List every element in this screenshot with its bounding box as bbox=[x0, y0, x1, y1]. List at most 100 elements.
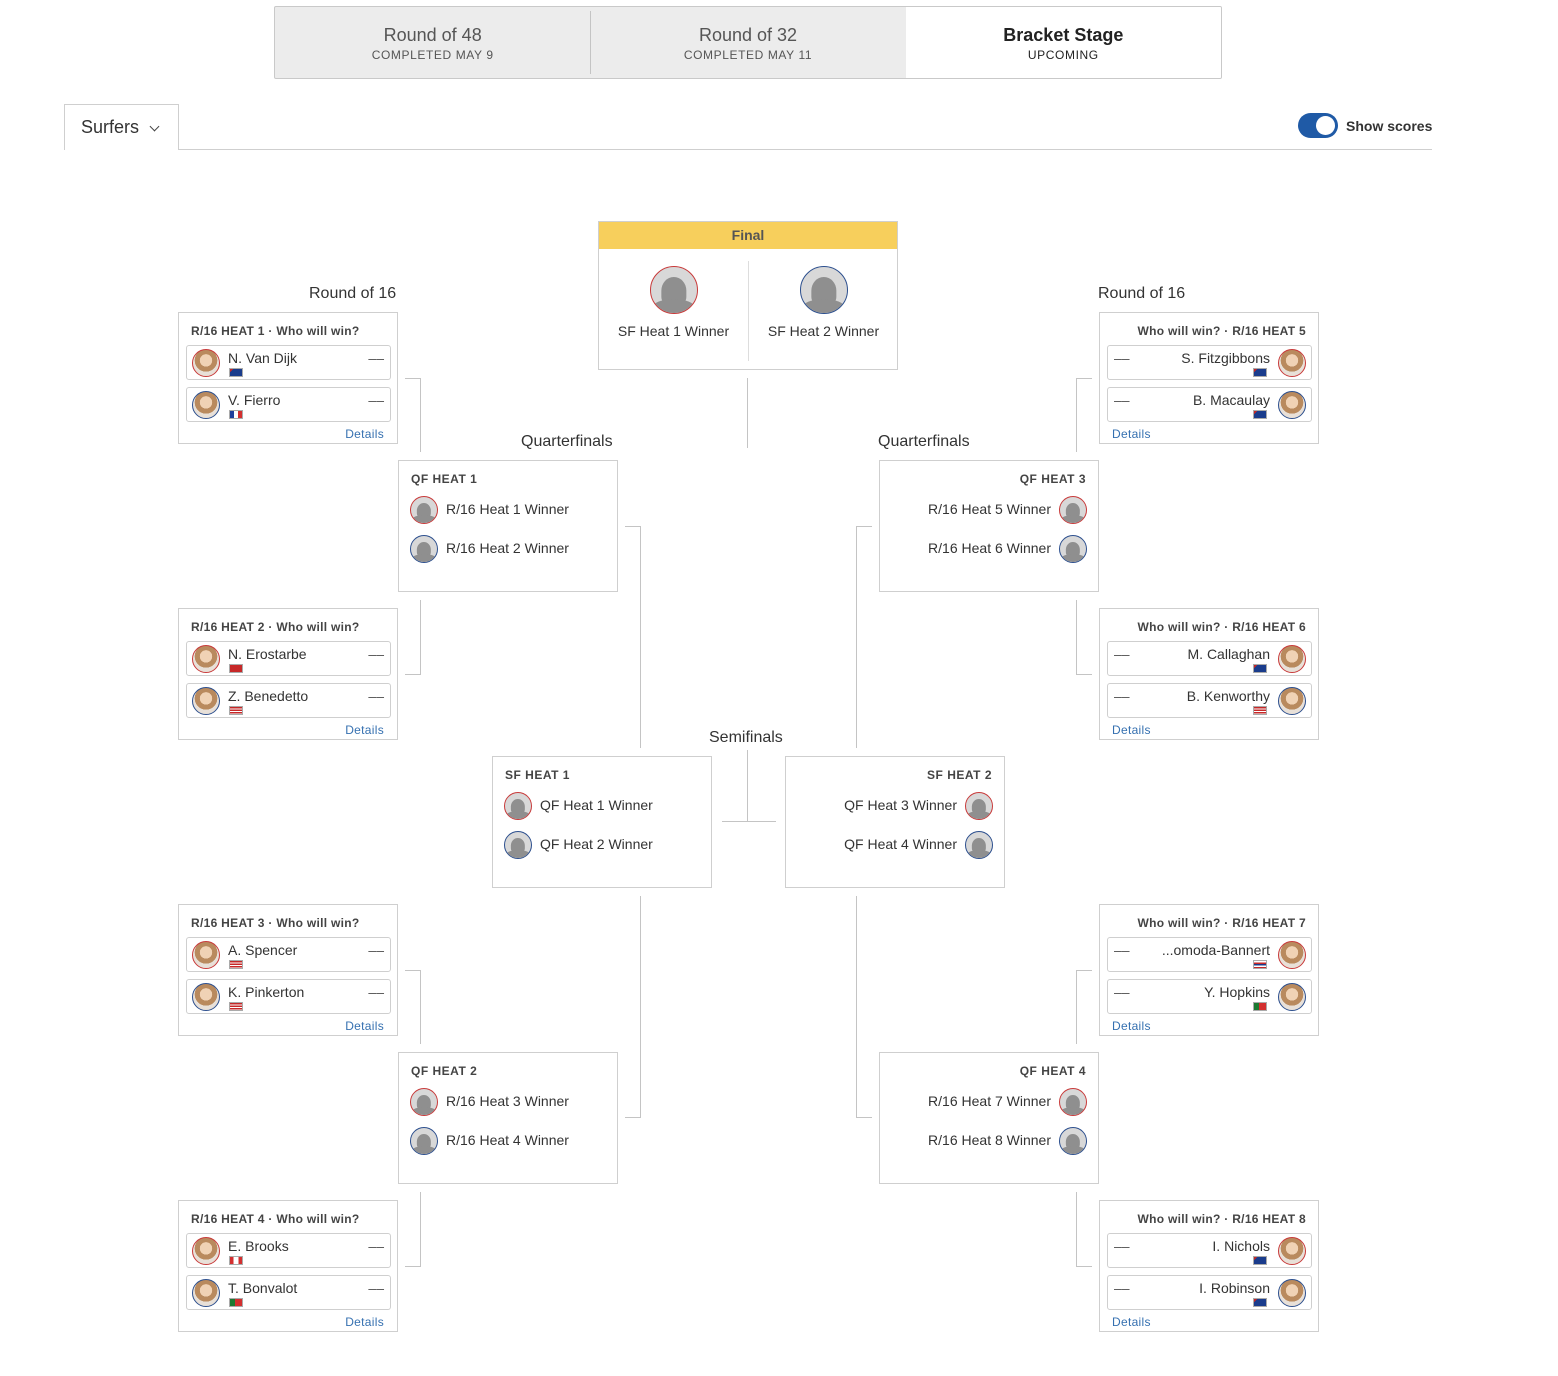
advancer-label: R/16 Heat 8 Winner bbox=[928, 1132, 1051, 1148]
placeholder-avatar-icon bbox=[1059, 1088, 1087, 1116]
details-link[interactable]: Details bbox=[345, 1315, 384, 1329]
surfer-score: –– bbox=[1114, 688, 1130, 704]
advancer-label: R/16 Heat 7 Winner bbox=[928, 1093, 1051, 1109]
tab-round-of-32[interactable]: Round of 32 COMPLETED MAY 11 bbox=[590, 7, 905, 78]
surfer-name: B. Kenworthy bbox=[1186, 688, 1270, 704]
advancer-slot[interactable]: R/16 Heat 7 Winner bbox=[880, 1086, 1098, 1118]
surfer-pick-slot[interactable]: Z. Benedetto –– bbox=[186, 683, 391, 718]
advancer-slot[interactable]: R/16 Heat 1 Winner bbox=[399, 494, 617, 526]
surfer-score: –– bbox=[1114, 1238, 1130, 1254]
details-link[interactable]: Details bbox=[345, 723, 384, 737]
surfer-score: –– bbox=[368, 392, 384, 408]
connector-line bbox=[625, 526, 641, 527]
advancer-slot[interactable]: QF Heat 2 Winner bbox=[493, 829, 711, 861]
advancer-label: R/16 Heat 5 Winner bbox=[928, 501, 1051, 517]
connector-line bbox=[856, 896, 857, 1118]
advancer-slot[interactable]: R/16 Heat 2 Winner bbox=[399, 533, 617, 565]
round-label-qf-right: Quarterfinals bbox=[878, 433, 970, 450]
surfer-name: I. Nichols bbox=[1212, 1238, 1270, 1254]
flag-icon bbox=[229, 706, 243, 715]
surfer-score: –– bbox=[368, 942, 384, 958]
surfer-pick-slot[interactable]: N. Erostarbe–– bbox=[186, 641, 391, 676]
surfer-pick-slot[interactable]: E. Brooks–– bbox=[186, 1233, 391, 1268]
dropdown-label: Surfers bbox=[81, 117, 140, 137]
surfer-avatar bbox=[1278, 1237, 1306, 1265]
surfer-score: –– bbox=[368, 1238, 384, 1254]
surfer-name: T. Bonvalot bbox=[228, 1280, 298, 1296]
surfer-pick-slot[interactable]: T. Bonvalot–– bbox=[186, 1275, 391, 1310]
surfer-score: –– bbox=[368, 688, 384, 704]
surfer-avatar bbox=[192, 1237, 220, 1265]
surfer-score: –– bbox=[1114, 1280, 1130, 1296]
advancer-slot[interactable]: R/16 Heat 5 Winner bbox=[880, 494, 1098, 526]
flag-icon bbox=[1253, 960, 1267, 969]
tab-title: Round of 48 bbox=[383, 24, 482, 45]
tab-title: Round of 32 bbox=[698, 24, 798, 45]
surfer-pick-slot[interactable]: ...omoda-Bannert–– bbox=[1107, 937, 1312, 972]
surfer-pick-slot[interactable]: I. Nichols –– bbox=[1107, 1233, 1312, 1268]
advancer-slot[interactable]: R/16 Heat 8 Winner bbox=[880, 1125, 1098, 1157]
details-link[interactable]: Details bbox=[345, 427, 384, 441]
advancer-slot[interactable]: QF Heat 4 Winner bbox=[786, 829, 1004, 861]
connector-line bbox=[420, 600, 421, 674]
connector-line bbox=[1076, 378, 1092, 379]
placeholder-avatar-icon bbox=[1059, 496, 1087, 524]
connector-line bbox=[1076, 600, 1077, 674]
surfer-score: –– bbox=[368, 984, 384, 1000]
details-link[interactable]: Details bbox=[345, 1019, 384, 1033]
heat-header: R/16 HEAT 4 · Who will win? bbox=[191, 1212, 360, 1226]
surfer-pick-slot[interactable]: B. Macaulay–– bbox=[1107, 387, 1312, 422]
show-scores-toggle[interactable]: Show scores bbox=[1298, 113, 1432, 138]
surfer-pick-slot[interactable]: S. Fitzgibbons–– bbox=[1107, 345, 1312, 380]
surfer-name: Z. Benedetto bbox=[228, 688, 309, 704]
connector-line bbox=[640, 896, 641, 1118]
advancer-slot[interactable]: QF Heat 3 Winner bbox=[786, 790, 1004, 822]
r16-heat-card: Who will win? · R/16 HEAT 7...omoda-Bann… bbox=[1099, 904, 1319, 1036]
surfers-dropdown[interactable]: Surfers bbox=[64, 104, 179, 150]
surfer-pick-slot[interactable]: M. Callaghan–– bbox=[1107, 641, 1312, 676]
details-link[interactable]: Details bbox=[1112, 1019, 1151, 1033]
surfer-score: –– bbox=[1114, 350, 1130, 366]
surfer-pick-slot[interactable]: I. Robinson–– bbox=[1107, 1275, 1312, 1310]
flag-icon bbox=[229, 368, 243, 377]
connector-line bbox=[1076, 674, 1092, 675]
flag-icon bbox=[1253, 410, 1267, 419]
advancer-slot[interactable]: R/16 Heat 3 Winner bbox=[399, 1086, 617, 1118]
surfer-name: V. Fierro bbox=[228, 392, 281, 408]
surfer-pick-slot[interactable]: K. Pinkerton –– bbox=[186, 979, 391, 1014]
heat-header: R/16 HEAT 1 · Who will win? bbox=[191, 324, 360, 338]
surfer-pick-slot[interactable]: B. Kenworthy –– bbox=[1107, 683, 1312, 718]
advancer-label: QF Heat 3 Winner bbox=[844, 797, 957, 813]
advancer-slot[interactable]: R/16 Heat 6 Winner bbox=[880, 533, 1098, 565]
surfer-score: –– bbox=[1114, 646, 1130, 662]
tab-round-of-48[interactable]: Round of 48 COMPLETED MAY 9 bbox=[275, 7, 590, 78]
surfer-pick-slot[interactable]: A. Spencer–– bbox=[186, 937, 391, 972]
heat-header: R/16 HEAT 3 · Who will win? bbox=[191, 916, 360, 930]
surfer-avatar bbox=[1278, 391, 1306, 419]
placeholder-avatar-icon bbox=[504, 831, 532, 859]
surfer-avatar bbox=[192, 687, 220, 715]
round-label-r16-left: Round of 16 bbox=[309, 285, 397, 302]
surfer-pick-slot[interactable]: N. Van Dijk–– bbox=[186, 345, 391, 380]
final-candidate-b[interactable]: SF Heat 2 Winner bbox=[749, 266, 898, 339]
details-link[interactable]: Details bbox=[1112, 427, 1151, 441]
details-link[interactable]: Details bbox=[1112, 1315, 1151, 1329]
advancer-slot[interactable]: QF Heat 1 Winner bbox=[493, 790, 711, 822]
toggle-switch[interactable] bbox=[1298, 113, 1338, 138]
surfer-avatar bbox=[1278, 1279, 1306, 1307]
surfer-pick-slot[interactable]: Y. Hopkins–– bbox=[1107, 979, 1312, 1014]
advancer-slot[interactable]: R/16 Heat 4 Winner bbox=[399, 1125, 617, 1157]
final-candidate-a[interactable]: SF Heat 1 Winner bbox=[599, 266, 748, 339]
tab-bracket-stage[interactable]: Bracket Stage UPCOMING bbox=[905, 7, 1221, 78]
advancer-label: R/16 Heat 1 Winner bbox=[446, 501, 569, 517]
heat-header: Who will win? · R/16 HEAT 6 bbox=[1137, 620, 1306, 634]
surfer-avatar bbox=[1278, 687, 1306, 715]
connector-line bbox=[405, 378, 421, 379]
surfer-name: K. Pinkerton bbox=[228, 984, 305, 1000]
surfer-pick-slot[interactable]: V. Fierro –– bbox=[186, 387, 391, 422]
details-link[interactable]: Details bbox=[1112, 723, 1151, 737]
